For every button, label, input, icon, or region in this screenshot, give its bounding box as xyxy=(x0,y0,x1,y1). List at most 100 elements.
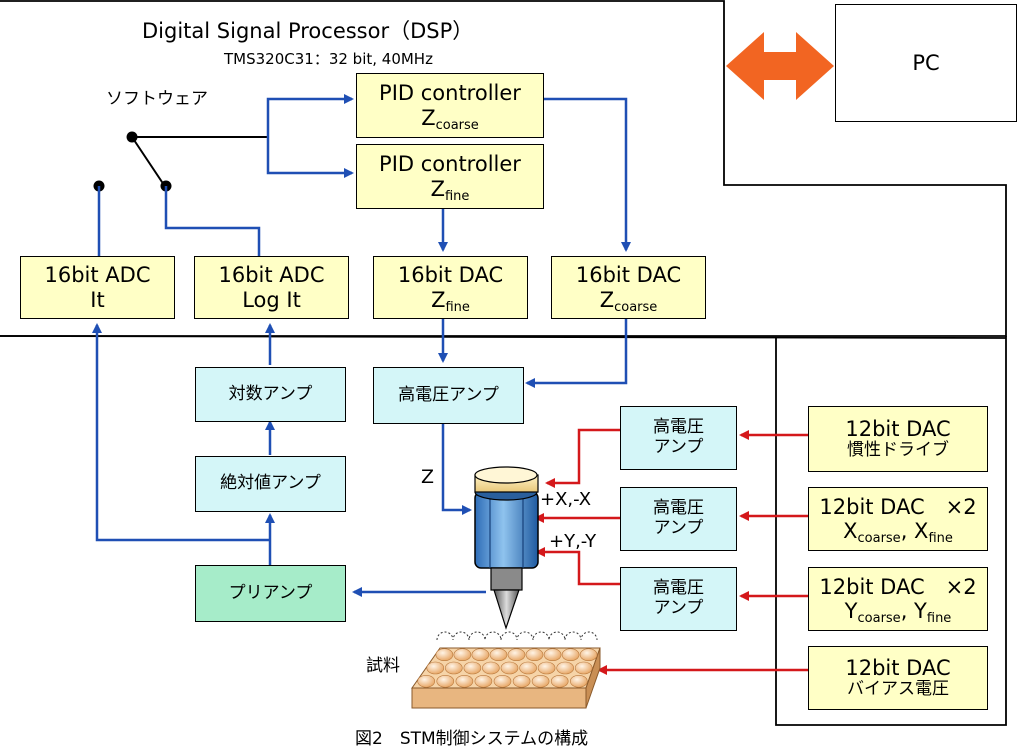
abs-amp-label: 絶対値アンプ xyxy=(220,473,321,494)
dac-coarse-box: 16bit DAC Zcoarse xyxy=(551,256,706,319)
dac-fine-sub: fine xyxy=(445,299,470,315)
hv-amp-z-box: 高電圧アンプ xyxy=(373,367,524,424)
frame-divider xyxy=(0,335,1007,339)
dac-bias-line1: 12bit DAC xyxy=(845,656,951,681)
dac-x-a: X xyxy=(843,519,858,543)
sample-atom xyxy=(531,674,550,688)
probe-tip-icon xyxy=(493,589,520,630)
dac-y-a-sub: coarse xyxy=(857,611,901,626)
sample-atom xyxy=(453,648,472,662)
sample-atom xyxy=(493,674,512,688)
sample-atom xyxy=(579,648,598,662)
sample-atom xyxy=(519,661,537,675)
sample-atom xyxy=(537,661,556,675)
hv-amp-1-box: 高電圧 アンプ xyxy=(620,406,737,470)
adc-logit-line2: Log It xyxy=(242,287,301,312)
pid-fine-label: PID controller xyxy=(379,152,521,177)
pid-fine-sub: fine xyxy=(444,188,470,204)
pre-amp-box: プリアンプ xyxy=(195,565,346,622)
dsp-frame xyxy=(0,0,1007,337)
hv-amp-z-label: 高電圧アンプ xyxy=(398,384,499,405)
pid-coarse-label: PID controller xyxy=(379,81,521,106)
dac-y-b-sub: fine xyxy=(926,611,952,626)
dac-fine-z: Z xyxy=(431,287,446,312)
sample-atom xyxy=(426,661,445,675)
pc-box: PC xyxy=(835,4,1017,122)
sample-label: 試料 xyxy=(366,656,400,676)
dac-bias-line2: バイアス電圧 xyxy=(847,679,949,700)
adc-logit-line1: 16bit ADC xyxy=(218,263,325,288)
pid-fine-box: PID controller Zfine xyxy=(356,144,544,209)
hv-amp-2-line2: アンプ xyxy=(653,518,704,538)
blue-signal-lines xyxy=(92,94,631,597)
dsp-title: Digital Signal Processor（DSP） xyxy=(142,19,474,43)
dac-inertia-line2: 慣性ドライブ xyxy=(847,440,949,461)
hv-amp-3-box: 高電圧 アンプ xyxy=(620,567,737,631)
figure-caption: 図2 STM制御システムの構成 xyxy=(355,729,589,749)
sample-atom xyxy=(569,674,588,688)
adc-it-line1: 16bit ADC xyxy=(44,263,151,288)
sample-atom xyxy=(444,661,463,675)
sample-atom xyxy=(436,674,455,688)
sample-atom xyxy=(489,648,508,662)
software-switch xyxy=(93,131,268,192)
sample-atom xyxy=(455,674,474,688)
sample-atom xyxy=(474,674,493,688)
sample-atom xyxy=(500,661,519,675)
hv-amp-1-line1: 高電圧 xyxy=(653,417,704,438)
sample-atom xyxy=(525,648,544,662)
sample-atom xyxy=(435,648,454,662)
sample-atom xyxy=(417,674,436,688)
dac-inertia-line1: 12bit DAC xyxy=(845,417,951,442)
dac-x-box: 12bit DAC ×2 Xcoarse, Xfine xyxy=(808,487,988,551)
pid-fine-z: Z xyxy=(430,176,445,201)
hv-amp-2-box: 高電圧 アンプ xyxy=(620,487,737,551)
dac-y-line1: 12bit DAC ×2 xyxy=(819,574,977,599)
pc-link-double-arrow-icon xyxy=(726,32,834,100)
dac-fine-line1: 16bit DAC xyxy=(397,263,504,288)
hv-amp-3-line2: アンプ xyxy=(653,598,704,618)
sample-atom xyxy=(512,674,531,688)
piezo-scanner-icon xyxy=(474,466,539,630)
dac-inertia-box: 12bit DAC 慣性ドライブ xyxy=(808,406,988,472)
red-drive-lines xyxy=(534,428,808,675)
software-label: ソフトウェア xyxy=(106,89,208,109)
sample-atom xyxy=(543,648,562,662)
log-amp-label: 対数アンプ xyxy=(228,383,313,404)
pid-coarse-z: Z xyxy=(421,105,436,130)
dac-y-sep: , xyxy=(900,599,915,623)
abs-amp-box: 絶対値アンプ xyxy=(195,456,346,512)
hv-amp-3-line1: 高電圧 xyxy=(653,578,704,599)
dac-x-b-sub: fine xyxy=(928,531,953,546)
pid-coarse-sub: coarse xyxy=(435,117,479,133)
hv-amp-1-line2: アンプ xyxy=(653,437,704,457)
dsp-subtitle: TMS320C31：32 bit, 40MHz xyxy=(224,50,433,68)
adc-it-box: 16bit ADC It xyxy=(20,256,175,319)
dac-x-sep: , xyxy=(900,519,915,543)
pre-amp-label: プリアンプ xyxy=(228,582,313,603)
x-axis-label: +X,-X xyxy=(540,489,592,510)
sample-icon xyxy=(411,647,601,709)
dac-x-b: X xyxy=(914,519,929,543)
switch-pivot-dot xyxy=(126,131,138,143)
sample-atom xyxy=(561,648,580,662)
dac-coarse-z: Z xyxy=(599,287,615,312)
sample-atom xyxy=(556,661,575,675)
dac-x-line1: 12bit DAC ×2 xyxy=(819,494,977,519)
dac-fine-box: 16bit DAC Zfine xyxy=(373,256,528,319)
y-axis-label: +Y,-Y xyxy=(549,531,597,552)
dac-y-b: Y xyxy=(914,599,927,623)
sample-atom xyxy=(550,674,569,688)
dac-bias-box: 12bit DAC バイアス電圧 xyxy=(808,646,988,710)
pc-label: PC xyxy=(912,50,940,75)
dac-y-box: 12bit DAC ×2 Ycoarse, Yfine xyxy=(808,567,988,631)
dac-coarse-line1: 16bit DAC xyxy=(575,263,682,288)
sample-atom xyxy=(507,648,526,662)
dac-x-a-sub: coarse xyxy=(857,531,901,546)
pid-coarse-box: PID controller Zcoarse xyxy=(356,73,544,138)
adc-logit-box: 16bit ADC Log It xyxy=(194,256,349,319)
sample-atom xyxy=(482,661,500,675)
z-axis-label: Z xyxy=(421,466,435,488)
hv-amp-2-line1: 高電圧 xyxy=(653,498,704,519)
